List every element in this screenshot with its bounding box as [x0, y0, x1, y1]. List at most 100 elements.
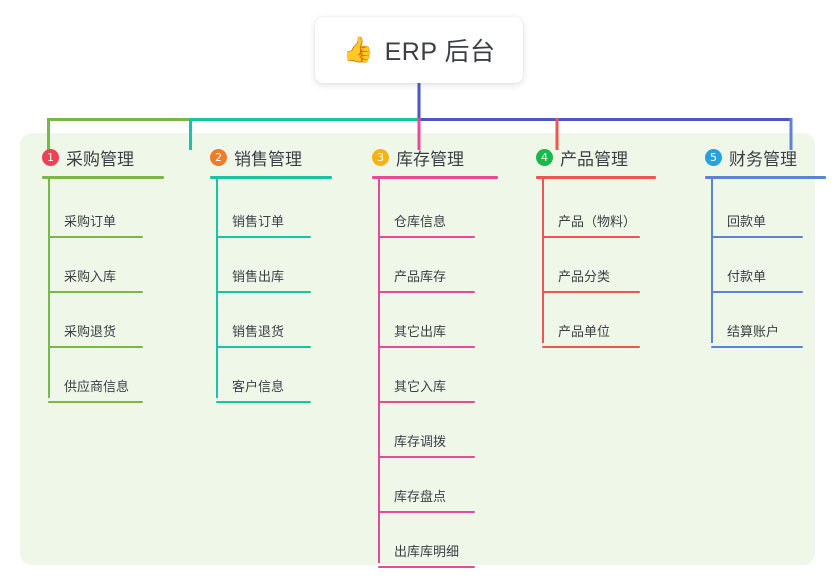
thumbs-up-icon: 👍: [342, 35, 374, 64]
branch-item-rule: [378, 401, 475, 403]
branch-item[interactable]: 销售出库: [216, 238, 336, 293]
branch-item[interactable]: 仓库信息: [378, 183, 498, 238]
branch-item-label: 回款单: [727, 214, 767, 229]
branch-item-label: 采购入库: [64, 269, 117, 284]
branch-item-label: 产品库存: [394, 269, 447, 284]
branch-item-label: 采购订单: [64, 214, 117, 229]
branch-number-badge: 2: [210, 148, 227, 166]
branch-item-label: 产品单位: [558, 324, 611, 339]
branch-item-rule: [711, 291, 803, 293]
branch-column-finance[interactable]: 5 财务管理 回款单付款单结算账户: [683, 145, 826, 348]
branch-item-label: 产品分类: [558, 269, 611, 284]
branch-items: 回款单付款单结算账户: [711, 183, 831, 348]
branch-title: 采购管理: [66, 149, 134, 169]
branch-item-label: 库存调拨: [394, 434, 447, 449]
branch-item-rule: [378, 566, 475, 568]
branch-header-rule: [536, 176, 656, 179]
root-node-title: ERP 后台: [384, 38, 496, 66]
branch-item[interactable]: 产品（物料）: [542, 183, 662, 238]
branch-item[interactable]: 结算账户: [711, 293, 831, 348]
branch-item-rule: [542, 236, 640, 238]
branch-item-rule: [378, 456, 475, 458]
branch-item[interactable]: 产品分类: [542, 238, 662, 293]
branch-item-rule: [378, 346, 475, 348]
branch-item[interactable]: 库存调拨: [378, 403, 498, 458]
branch-item-label: 结算账户: [727, 324, 780, 339]
branch-item-rule: [378, 511, 475, 513]
branch-title: 库存管理: [396, 149, 464, 169]
branch-item-rule: [216, 346, 311, 348]
branch-item-label: 供应商信息: [64, 379, 130, 394]
branch-item-rule: [378, 236, 475, 238]
branch-spine: [711, 178, 713, 343]
branch-item[interactable]: 采购订单: [48, 183, 168, 238]
branch-column-purchase[interactable]: 1 采购管理 采购订单采购入库采购退货供应商信息: [20, 145, 164, 403]
branch-spine: [48, 178, 50, 398]
branch-item[interactable]: 其它入库: [378, 348, 498, 403]
branch-item[interactable]: 付款单: [711, 238, 831, 293]
root-node-card[interactable]: 👍 ERP 后台: [315, 17, 523, 83]
branch-item-rule: [711, 346, 803, 348]
branch-item-rule: [378, 291, 475, 293]
branch-item-rule: [216, 236, 311, 238]
branch-items: 产品（物料） 产品分类产品单位: [542, 183, 662, 348]
branch-item[interactable]: 其它出库: [378, 293, 498, 348]
branch-item[interactable]: 销售退货: [216, 293, 336, 348]
branch-title: 销售管理: [234, 149, 302, 169]
branch-item[interactable]: 供应商信息: [48, 348, 168, 403]
branch-item-rule: [48, 401, 143, 403]
branch-item-label: 其它入库: [394, 379, 447, 394]
branch-items: 销售订单销售出库销售退货客户信息: [216, 183, 336, 403]
branch-item-label: 其它出库: [394, 324, 447, 339]
branch-item-label: 出库库明细: [394, 544, 460, 559]
branch-title: 产品管理: [560, 149, 628, 169]
branch-header-rule: [705, 176, 826, 179]
branch-items: 仓库信息产品库存其它出库其它入库库存调拨库存盘点出库库明细: [378, 183, 498, 568]
branch-item[interactable]: 客户信息: [216, 348, 336, 403]
branch-item-rule: [542, 346, 640, 348]
branch-item-rule: [216, 401, 311, 403]
branch-header[interactable]: 4 产品管理: [514, 145, 628, 169]
branch-item[interactable]: 出库库明细: [378, 513, 498, 568]
branch-spine: [542, 178, 544, 343]
branch-item-label: 库存盘点: [394, 489, 447, 504]
branch-item[interactable]: 产品单位: [542, 293, 662, 348]
branch-item[interactable]: 库存盘点: [378, 458, 498, 513]
branch-item-label: 客户信息: [232, 379, 285, 394]
branch-header-rule: [372, 176, 498, 179]
branch-item-label: 产品（物料）: [558, 214, 637, 229]
branch-item-label: 付款单: [727, 269, 767, 284]
branch-header[interactable]: 3 库存管理: [350, 145, 464, 169]
branch-item-rule: [48, 346, 143, 348]
branch-item-label: 仓库信息: [394, 214, 447, 229]
branch-item-rule: [216, 291, 311, 293]
branch-header-rule: [210, 176, 332, 179]
branch-number-badge: 4: [536, 148, 553, 166]
branch-item-rule: [542, 291, 640, 293]
branch-item-label: 销售订单: [232, 214, 285, 229]
branch-header[interactable]: 1 采购管理: [20, 145, 134, 169]
branch-column-product[interactable]: 4 产品管理 产品（物料） 产品分类产品单位: [514, 145, 656, 348]
branch-column-inventory[interactable]: 3 库存管理 仓库信息产品库存其它出库其它入库库存调拨库存盘点出库库明细: [350, 145, 498, 568]
branch-item-label: 销售出库: [232, 269, 285, 284]
branch-item[interactable]: 采购入库: [48, 238, 168, 293]
branch-item-rule: [48, 236, 143, 238]
branch-item[interactable]: 销售订单: [216, 183, 336, 238]
branch-item-label: 销售退货: [232, 324, 285, 339]
branch-title: 财务管理: [729, 149, 797, 169]
branch-spine: [216, 178, 218, 398]
branch-column-sales[interactable]: 2 销售管理 销售订单销售出库销售退货客户信息: [188, 145, 332, 403]
branch-header[interactable]: 2 销售管理: [188, 145, 302, 169]
branch-header[interactable]: 5 财务管理: [683, 145, 797, 169]
branch-number-badge: 3: [372, 148, 389, 166]
branch-item-label: 采购退货: [64, 324, 117, 339]
branches-background-panel: [20, 133, 815, 565]
branch-item[interactable]: 产品库存: [378, 238, 498, 293]
branch-item[interactable]: 回款单: [711, 183, 831, 238]
branch-item[interactable]: 采购退货: [48, 293, 168, 348]
branch-number-badge: 1: [42, 148, 59, 166]
branch-item-rule: [48, 291, 143, 293]
branch-header-rule: [42, 176, 164, 179]
branch-item-rule: [711, 236, 803, 238]
branch-items: 采购订单采购入库采购退货供应商信息: [48, 183, 168, 403]
